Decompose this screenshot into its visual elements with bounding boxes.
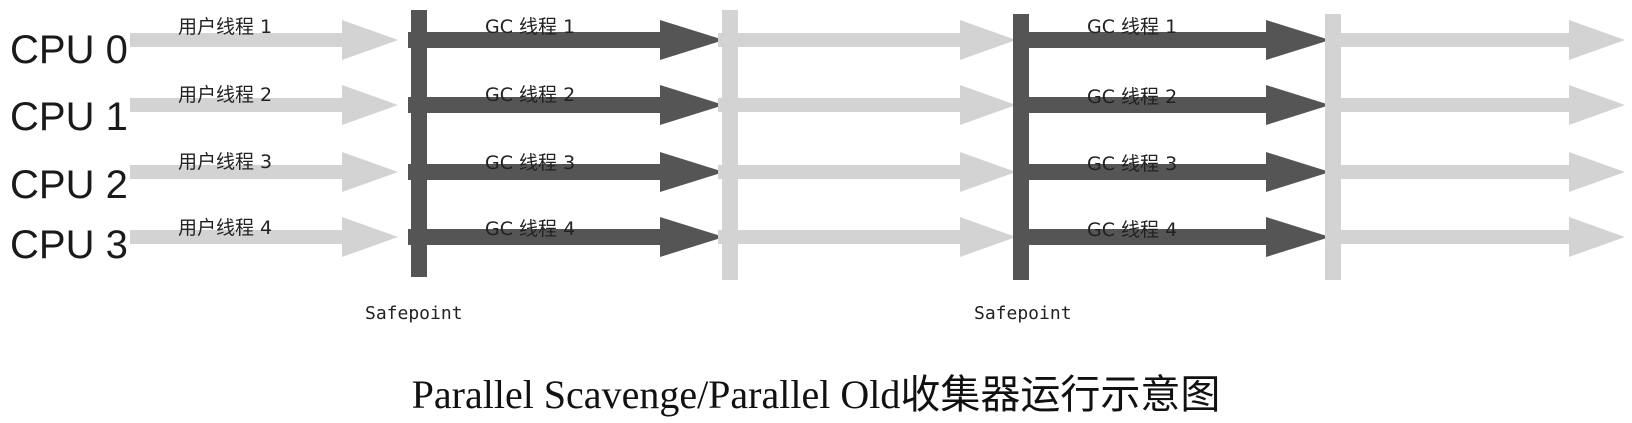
user-thread-label-4: 用户线程 4 xyxy=(178,217,272,239)
safepoint-label-1: Safepoint xyxy=(365,303,463,324)
gc-thread-arrow-2-a xyxy=(408,85,724,125)
gc-thread-label-3-b: GC 线程 3 xyxy=(1087,153,1177,175)
resume-bar-2 xyxy=(1325,14,1341,280)
gc-thread-label-1-b: GC 线程 1 xyxy=(1087,16,1177,38)
safepoint-label-2: Safepoint xyxy=(974,303,1072,324)
gc-thread-label-2-b: GC 线程 2 xyxy=(1087,86,1177,108)
gc-thread-arrow-4-b xyxy=(1022,217,1330,257)
safepoint-bar-2 xyxy=(1013,14,1029,280)
gc-thread-label-4-b: GC 线程 4 xyxy=(1087,219,1177,241)
resume-bar-1 xyxy=(722,10,738,280)
gc-thread-arrow-1-a xyxy=(408,20,724,60)
user-thread-arrow-3-c xyxy=(1330,152,1625,192)
user-thread-label-2: 用户线程 2 xyxy=(178,84,272,106)
gc-thread-label-3-a: GC 线程 3 xyxy=(485,152,575,174)
user-thread-arrow-4 xyxy=(130,217,398,257)
user-thread-label-1: 用户线程 1 xyxy=(178,16,272,38)
cpu-label-3: CPU 3 xyxy=(10,223,128,267)
cpu-label-1: CPU 1 xyxy=(10,95,128,139)
user-thread-arrow-1-b xyxy=(718,20,1016,60)
user-thread-arrow-4-b xyxy=(718,217,1016,257)
user-thread-arrow-2 xyxy=(130,85,398,125)
user-thread-label-3: 用户线程 3 xyxy=(178,151,272,173)
user-thread-arrow-2-c xyxy=(1330,85,1625,125)
gc-thread-label-1-a: GC 线程 1 xyxy=(485,16,575,38)
gc-thread-arrow-2-b xyxy=(1022,85,1330,125)
gc-thread-arrow-3-b xyxy=(1022,152,1330,192)
user-thread-arrow-3-b xyxy=(718,152,1016,192)
gc-thread-arrow-1-b xyxy=(1022,20,1330,60)
gc-thread-label-2-a: GC 线程 2 xyxy=(485,84,575,106)
user-thread-arrow-4-c xyxy=(1330,217,1625,257)
user-thread-arrow-2-b xyxy=(718,85,1016,125)
user-thread-arrow-3 xyxy=(130,152,398,192)
gc-thread-arrow-3-a xyxy=(408,152,724,192)
cpu-label-0: CPU 0 xyxy=(10,28,128,72)
user-thread-arrow-1-c xyxy=(1330,20,1625,60)
cpu-label-2: CPU 2 xyxy=(10,163,128,207)
gc-thread-arrow-4-a xyxy=(408,217,724,257)
user-thread-arrow-1 xyxy=(130,20,398,60)
gc-thread-label-4-a: GC 线程 4 xyxy=(485,218,575,240)
diagram-caption: Parallel Scavenge/Parallel Old收集器运行示意图 xyxy=(412,372,1221,417)
safepoint-bar-1 xyxy=(411,10,427,277)
